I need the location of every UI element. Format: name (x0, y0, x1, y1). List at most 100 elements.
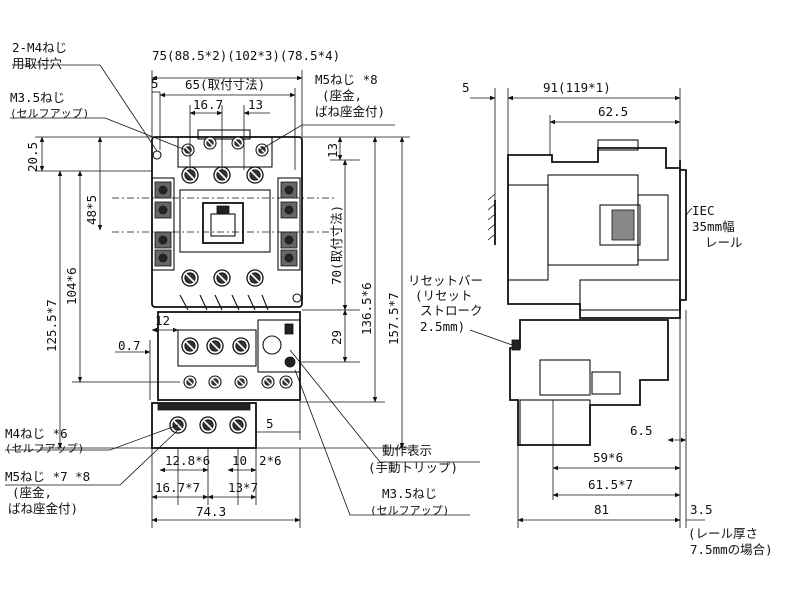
dimtext-w-2: 2*6 (259, 453, 282, 468)
contactor-side-front (507, 184, 549, 281)
aux-screw-top-2 (255, 143, 269, 157)
label-m35-screw-sub: (セルフアップ) (10, 107, 89, 120)
dimtext-mount-pitch: 65(取付寸法) (185, 77, 265, 92)
label-rail-thickness: (レール厚さ (688, 526, 758, 541)
dimtext-w-12-8: 12.8*6 (165, 453, 210, 468)
front-labels: 2-M4ねじ 用取付穴 M3.5ねじ (セルフアップ) M5ねじ *8 (座金,… (5, 40, 458, 517)
overload-terminal-block-top (177, 329, 257, 367)
aux-top-side (597, 139, 639, 151)
dimtext-w-0-7: 0.7 (118, 338, 141, 353)
dimtext-side-81: 81 (594, 502, 609, 517)
mounting-hole-bottom-right (292, 293, 302, 303)
leader-mount-hole (12, 64, 158, 152)
dimtext-pitch-13: 13 (248, 97, 263, 112)
label-rail-thickness-sub: 7.5mmの場合) (690, 542, 773, 557)
label-mount-screw-hole-sub: 用取付穴 (12, 56, 63, 71)
label-reset-bar-sub3: 2.5mm) (420, 319, 465, 334)
dimtext-h-136-5: 136.5*6 (359, 282, 374, 335)
connection-bars (179, 294, 269, 311)
contactor-side-coil (599, 204, 641, 246)
front-dimension-text: 75(88.5*2)(102*3)(78.5*4) 5 65(取付寸法) 16.… (25, 48, 401, 519)
dimtext-h-70: 70(取付寸法) (329, 205, 344, 285)
side-view (469, 88, 705, 528)
dimtext-w-12: 12 (155, 313, 170, 328)
dimtext-h-48: 48*5 (84, 195, 99, 225)
leader-m5-bottom (5, 429, 179, 486)
reset-button (284, 356, 296, 368)
right-coil-terminal-2 (280, 201, 298, 219)
label-reset-bar: リセットバー (408, 273, 483, 288)
dimtext-side-62-5: 62.5 (598, 104, 628, 119)
coil-housing (179, 189, 271, 253)
label-m4-screw-sub: (セルフアップ) (5, 442, 84, 455)
mounting-hole-top-left (152, 150, 162, 160)
left-coil-terminal-3 (154, 231, 172, 249)
ol-mid-screw-3 (234, 375, 248, 389)
dimtext-w-13b: 13*7 (228, 480, 258, 495)
side-dimension-text: 5 91(119*1) 62.5 6.5 59*6 61.5*7 3.5 81 (462, 80, 713, 517)
screw-ol-top-3 (232, 337, 250, 355)
label-iec-rail: IEC (692, 203, 715, 218)
leader-operation-indicator (289, 349, 480, 463)
label-operation-indicator: 動作表示 (382, 443, 432, 458)
leader-m35-screw (10, 117, 187, 151)
screw-contactor-bottom-3 (246, 269, 264, 287)
dimtext-side-61-5: 61.5*7 (588, 477, 633, 492)
screw-bottom-2 (199, 416, 217, 434)
armature-plunger (210, 213, 236, 237)
wall-hatching (487, 193, 496, 241)
dimtext-side-59: 59*6 (593, 450, 623, 465)
left-side-terminal-block (151, 177, 175, 271)
left-coil-terminal-1 (154, 181, 172, 199)
dimtext-edge-5: 5 (151, 76, 159, 91)
reset-bar-side (511, 339, 521, 351)
label-operation-indicator-sub: (手動トリップ) (368, 460, 458, 475)
dimtext-h-104: 104*6 (64, 267, 79, 305)
aux-screw-top-3 (203, 136, 217, 150)
screw-ol-top-1 (181, 337, 199, 355)
dimtext-w-10: 10 (232, 453, 247, 468)
contactor-side-core (611, 209, 635, 241)
left-coil-terminal-4 (154, 249, 172, 267)
armature-indicator (216, 205, 230, 215)
label-m5-screw-bottom-sub2: ばね座金付) (8, 501, 78, 516)
bottom-terminal-cover (157, 402, 251, 411)
leader-m5-screw (259, 124, 395, 151)
label-m5-screw-sub2: ばね座金付) (315, 104, 385, 119)
aux-screw-top-4 (231, 136, 245, 150)
overload-relay-body (157, 311, 301, 401)
label-iec-rail-sub1: 35mm幅 (692, 219, 735, 234)
right-coil-terminal-3 (280, 231, 298, 249)
leader-m35-bottom (294, 369, 470, 516)
label-m5-screw-bottom-sub1: (座金, (12, 485, 52, 500)
dimtext-h-20-5: 20.5 (25, 142, 40, 172)
overload-dial-housing (257, 319, 301, 373)
dimtext-w-16-7b: 16.7*7 (155, 480, 200, 495)
side-labels: IEC 35mm幅 レール リセットバー (リセット ストローク 2.5mm) … (408, 203, 773, 557)
label-m5-screw-sub1: (座金, (322, 88, 362, 103)
screw-ol-top-2 (206, 337, 224, 355)
contactor-side-base (579, 279, 681, 311)
dimtext-overall-width: 75(88.5*2)(102*3)(78.5*4) (152, 48, 340, 63)
dimtext-side-91: 91(119*1) (543, 80, 611, 95)
contactor-side-body (507, 147, 681, 319)
label-iec-rail-sub2: レール (705, 235, 743, 250)
leader-iec-rail (685, 207, 693, 216)
screw-contactor-bottom-1 (181, 269, 199, 287)
dimtext-w-74-3: 74.3 (196, 504, 226, 519)
aux-contact-screw-2 (279, 375, 293, 389)
label-m35-screw-bottom-sub: (セルフアップ) (370, 504, 449, 517)
label-m35-screw: M3.5ねじ (10, 90, 65, 105)
screw-top-3 (246, 166, 264, 184)
ol-mid-screw-2 (208, 375, 222, 389)
overload-side-dial (539, 359, 591, 396)
label-m35-screw-bottom: M3.5ねじ (382, 486, 437, 501)
aux-contact-screw-1 (261, 375, 275, 389)
label-m5-screw-bottom: M5ねじ *7 *8 (5, 469, 90, 484)
aux-screw-top-1 (181, 143, 195, 157)
dimtext-side-5: 5 (462, 80, 470, 95)
right-coil-terminal-4 (280, 249, 298, 267)
dimtext-h-125-5: 125.5*7 (44, 299, 59, 352)
right-side-terminal-block (277, 177, 301, 271)
overload-side-terminal (519, 399, 591, 446)
